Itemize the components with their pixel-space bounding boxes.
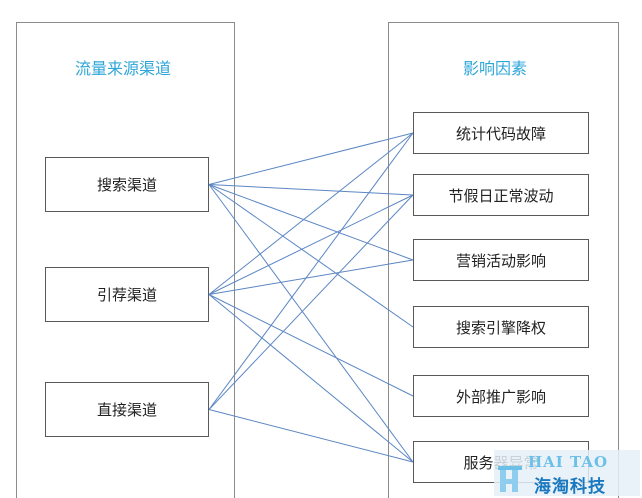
factor-node-marketing-impact: 营销活动影响 — [413, 239, 589, 281]
edge-source-1-factor-0 — [208, 132, 414, 295]
source-column-title: 流量来源渠道 — [75, 59, 172, 78]
edge-source-2-factor-1 — [208, 194, 414, 410]
edge-source-0-factor-0 — [208, 132, 414, 185]
watermark-chinese-text: 海淘科技 — [534, 477, 606, 497]
haitao-logo-icon — [498, 466, 522, 492]
source-node-direct: 直接渠道 — [45, 382, 209, 437]
factor-node-search-engine-penalty: 搜索引擎降权 — [413, 306, 589, 348]
watermark-english-text: HAI TAO — [528, 453, 609, 471]
source-node-referral: 引荐渠道 — [45, 267, 209, 322]
edge-source-2-factor-5 — [208, 409, 414, 463]
watermark: HAI TAO 海淘科技 — [494, 450, 640, 497]
factor-column-title: 影响因素 — [463, 59, 528, 78]
edge-source-2-factor-0 — [208, 132, 414, 410]
factor-node-external-promotion: 外部推广影响 — [413, 375, 589, 417]
edge-source-1-factor-4 — [208, 294, 414, 397]
source-node-search: 搜索渠道 — [45, 157, 209, 212]
factor-node-holiday-fluctuation: 节假日正常波动 — [413, 174, 589, 216]
edge-source-0-factor-3 — [208, 184, 414, 328]
edge-source-1-factor-2 — [208, 259, 414, 295]
edge-source-1-factor-1 — [208, 194, 414, 295]
edge-source-0-factor-2 — [208, 184, 414, 261]
factor-node-tracking-code-failure: 统计代码故障 — [413, 112, 589, 154]
edge-source-1-factor-5 — [208, 294, 414, 463]
edge-source-0-factor-1 — [208, 184, 414, 196]
edge-source-0-factor-5 — [208, 184, 414, 463]
